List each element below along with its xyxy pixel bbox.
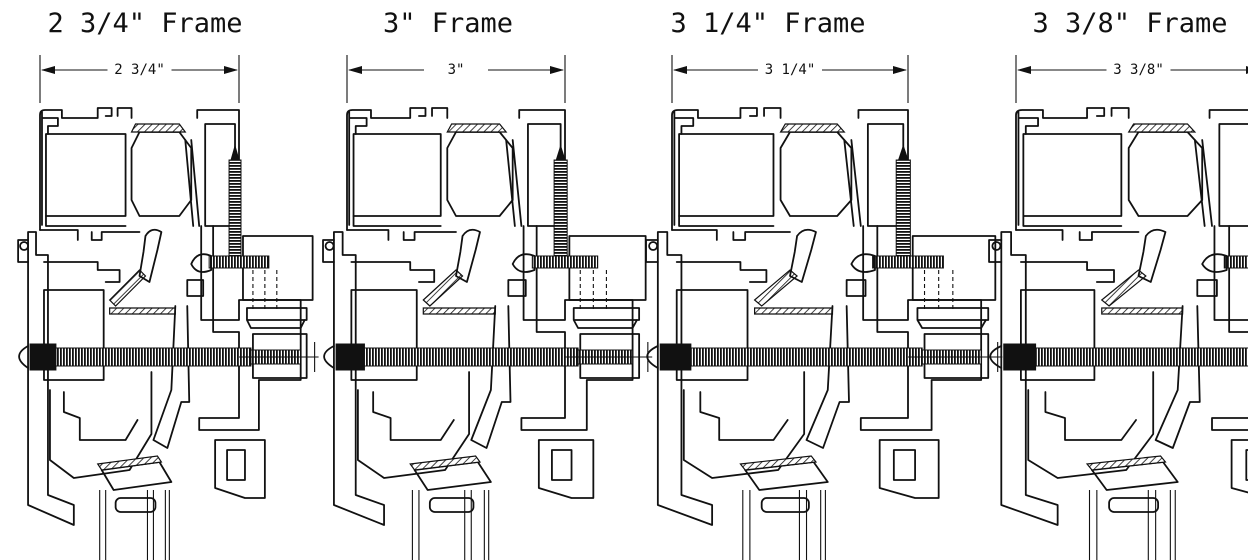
frame-title: 3 3/8" Frame <box>1032 8 1227 39</box>
anchor-screw-vertical <box>186 144 314 310</box>
frame-title: 2 3/4" Frame <box>47 8 242 39</box>
frame-section-3: 3 1/4" Frame 3 1/4" <box>645 8 1003 560</box>
dimension-line: 3" <box>346 55 566 103</box>
dimension-line: 3 1/4" <box>671 55 909 103</box>
frame-sections: 2 3/4" Frame 2 3/4" 3" Frame 3" 3 1/4" Frame… <box>17 8 1248 560</box>
dimension-label: 3 3/8" <box>1113 62 1164 78</box>
frame-profile <box>645 107 1003 560</box>
frame-profile <box>322 107 653 560</box>
frame-section-1: 2 3/4" Frame 2 3/4" <box>17 8 319 560</box>
frame-section-4: 3 3/8" Frame 3 3/8" <box>988 8 1248 560</box>
anchor-bolt-horizontal <box>323 342 653 372</box>
dimension-label: 3" <box>448 62 465 78</box>
dimension-label: 3 1/4" <box>765 62 816 78</box>
dimension-label: 2 3/4" <box>114 62 165 78</box>
anchor-screw-vertical <box>1196 253 1248 297</box>
anchor-screw-vertical <box>845 144 997 310</box>
anchor-screw-vertical <box>507 144 647 310</box>
anchor-bolt-horizontal <box>989 343 1248 371</box>
anchor-bolt-horizontal <box>18 342 319 372</box>
frame-title: 3" Frame <box>383 8 513 39</box>
dimension-line: 2 3/4" <box>39 55 240 103</box>
frame-section-2: 3" Frame 3" <box>322 8 653 560</box>
dimension-line: 3 3/8" <box>1015 55 1248 103</box>
frame-profile <box>17 107 319 560</box>
frame-profile <box>988 107 1248 560</box>
anchor-bolt-horizontal <box>646 342 1003 372</box>
frame-title: 3 1/4" Frame <box>670 8 865 39</box>
